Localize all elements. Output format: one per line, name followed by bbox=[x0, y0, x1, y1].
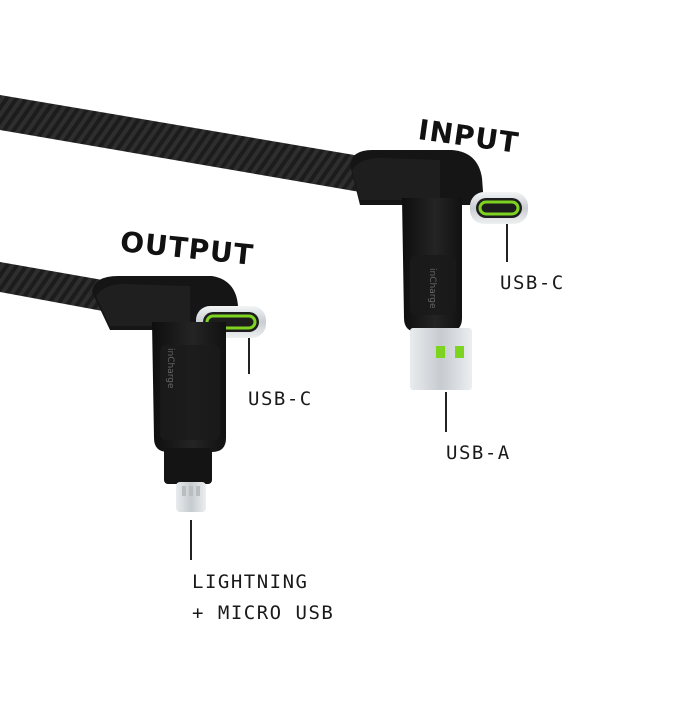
brand-logo-output: inCharge bbox=[165, 348, 175, 389]
output-lightning-plug bbox=[176, 482, 206, 512]
output-lightning-label-line2: + MICRO USB bbox=[192, 602, 335, 624]
input-usb-a-plug bbox=[410, 328, 472, 390]
input-usb-a-label: USB-A bbox=[446, 442, 511, 464]
brand-logo-input: inCharge bbox=[427, 268, 437, 309]
output-connector: inCharge bbox=[92, 276, 266, 512]
output-cable bbox=[0, 262, 114, 312]
input-usb-a-pointer bbox=[445, 392, 447, 432]
output-usb-c-pointer bbox=[248, 338, 250, 374]
input-usb-c-plug bbox=[470, 192, 528, 224]
input-cable bbox=[0, 95, 372, 192]
output-usb-c-label: USB-C bbox=[248, 388, 313, 410]
output-lightning-label-line1: LIGHTNING bbox=[192, 571, 309, 593]
output-lightning-pointer bbox=[190, 520, 192, 560]
input-connector: inCharge bbox=[350, 150, 528, 390]
input-usb-c-pointer bbox=[506, 224, 508, 262]
input-usb-c-label: USB-C bbox=[500, 272, 565, 294]
